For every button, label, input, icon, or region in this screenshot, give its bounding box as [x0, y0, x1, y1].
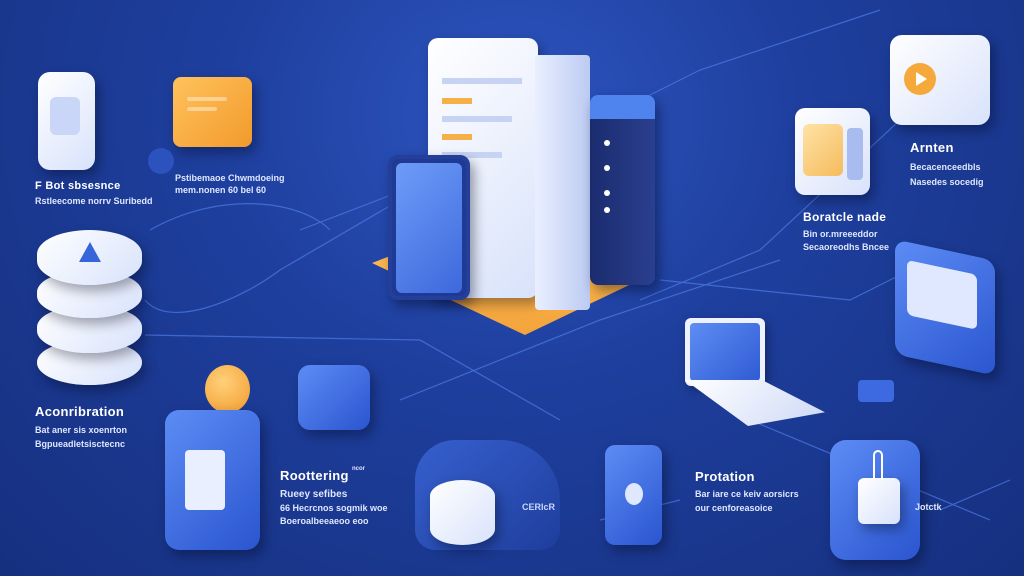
cloud-database-icon: [430, 480, 495, 545]
label-badge: ncor: [352, 466, 366, 472]
database-icon: [37, 230, 142, 385]
phone-device-icon: [38, 72, 95, 170]
padlock-icon: [858, 450, 900, 524]
label-title: F Bot sbsesnce: [35, 180, 121, 192]
label-text: Boeroalbeeaeoo eoo: [280, 516, 369, 526]
label-text: 66 Hecrcnos sogmik woe: [280, 503, 388, 513]
label-title: Boratcle nade: [803, 210, 887, 224]
cloud-label: CERIcR: [522, 502, 556, 512]
label-text: our cenforeasoice: [695, 503, 773, 513]
label-title: Arnten: [910, 140, 954, 155]
label-text: Bar iare ce keiv aorsicrs: [695, 489, 799, 499]
dot-icon: [148, 148, 174, 174]
label-title: Roottering: [280, 468, 349, 483]
monitor-icon: [895, 239, 995, 376]
laptop-icon: [685, 318, 825, 426]
label-title: Aconribration: [35, 404, 125, 419]
message-card-icon: [173, 77, 252, 147]
small-block-icon: [858, 380, 894, 402]
shield-box-icon: [298, 365, 370, 430]
label-text: Becacenceedbls: [910, 162, 981, 172]
folder-icon: [165, 410, 260, 550]
phone-lock-icon: [605, 445, 662, 545]
orange-orb-icon: [205, 365, 250, 413]
label-title: Protation: [695, 469, 755, 484]
label-text: Secaoreodhs Bncee: [803, 242, 890, 252]
label-text: Bgpueadletsisctecnc: [35, 439, 126, 449]
label-text: Bat aner sis xoenrton: [35, 425, 128, 435]
label-text: Nasedes socedig: [910, 177, 984, 187]
label-text: Bin or.mreeeddor: [803, 229, 878, 239]
label-text: Rueey sefibes: [280, 489, 348, 500]
storage-box-icon: [795, 108, 870, 195]
label-text: Rstleecome norrv Suribedd: [35, 196, 153, 206]
tablet-icon: [388, 155, 470, 300]
label-text: Pstibemaoe Chwmdoeing: [175, 173, 285, 183]
server-tower-icon: [590, 95, 655, 285]
label-text: mem.nonen 60 bel 60: [175, 185, 267, 195]
lock-label: Jotctk: [915, 502, 942, 512]
media-box-icon: [890, 35, 990, 125]
document-side-panel: [535, 55, 590, 310]
